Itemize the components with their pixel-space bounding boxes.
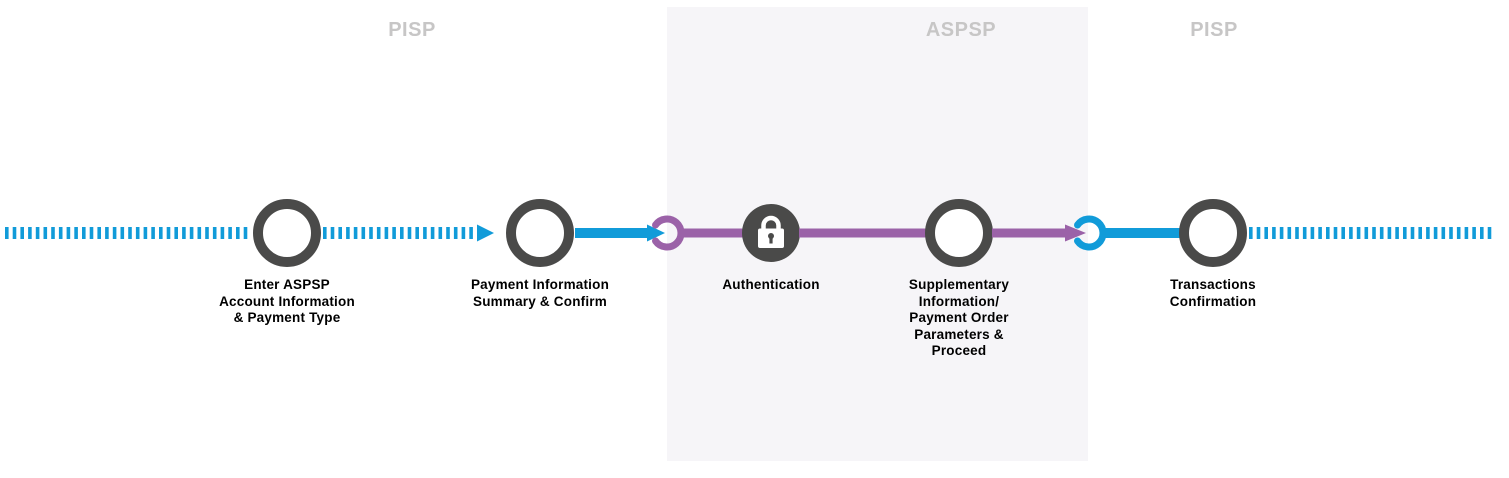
lock-icon [758,215,784,248]
step-label-transactions: Transactions Confirmation [1169,277,1257,309]
step-label-authentication: Authentication [722,277,820,292]
step-node-payment-summary [506,199,574,267]
lane-label-pisp-left: PISP [388,19,436,41]
step-label-supplementary: Supplementary Information/ Payment Order… [908,277,1010,358]
arrowhead-blue-into-aspsp [647,224,665,242]
step-node-transactions [1179,199,1247,267]
step-label-payment-summary: Payment Information Summary & Confirm [470,277,610,309]
arrowhead-purple-into-pisp [1065,224,1086,242]
step-node-supplementary [925,199,993,267]
lane-label-pisp-right: PISP [1190,19,1238,41]
lane-label-aspsp: ASPSP [925,19,997,41]
step-node-enter-aspsp [253,199,321,267]
arrowhead-blue-step2 [477,224,494,242]
step-label-enter-aspsp: Enter ASPSP Account Information & Paymen… [219,277,355,325]
